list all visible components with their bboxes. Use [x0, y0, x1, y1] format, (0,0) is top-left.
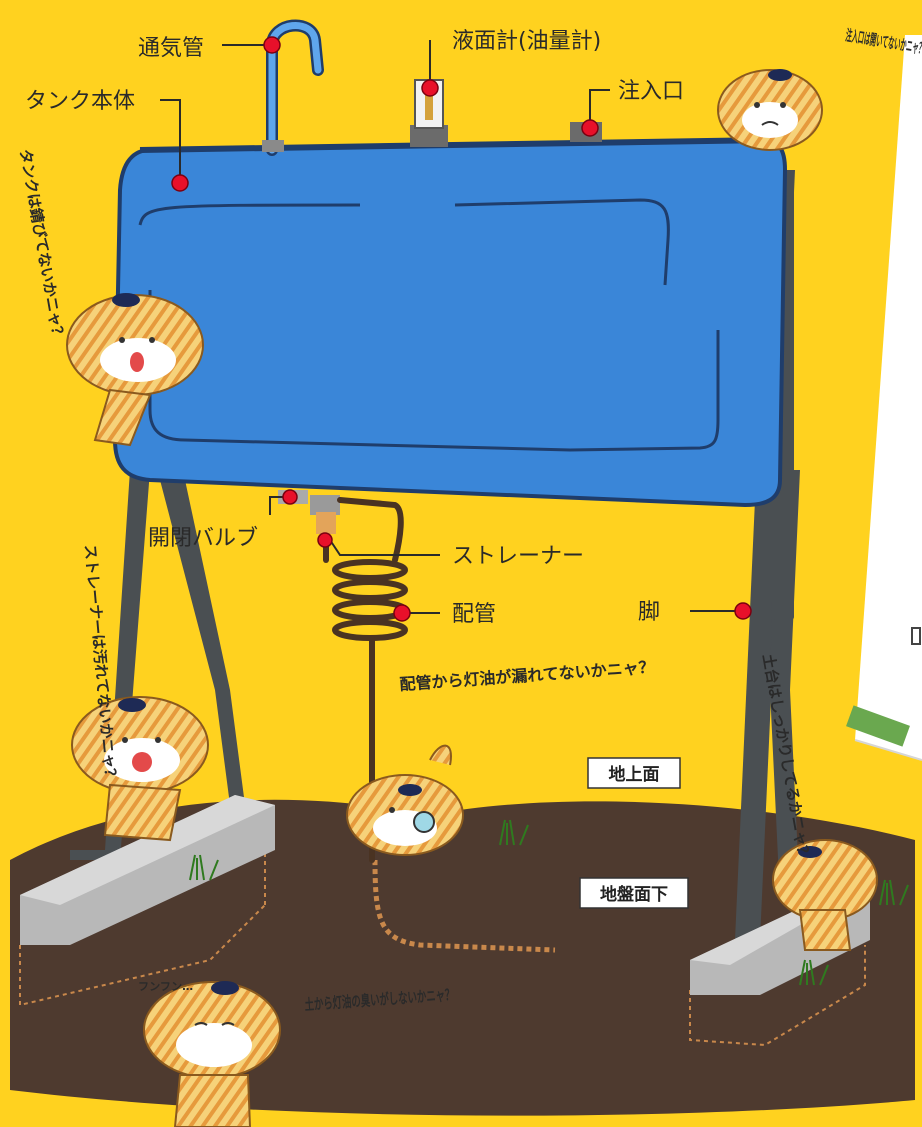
tank-body — [112, 137, 788, 508]
above-ground-badge: 地上面 — [587, 757, 681, 789]
below-ground-badge: 地盤面下 — [579, 877, 689, 909]
inlet-label: 注入口 — [618, 79, 684, 104]
level-gauge-label: 液面計(油量計) — [452, 29, 601, 54]
cat-sniffing — [143, 981, 281, 1127]
grass — [189, 819, 909, 986]
cat-pipe-check — [346, 744, 464, 856]
tank-body-label: タンク本体 — [25, 89, 135, 114]
leg-label: 脚 — [638, 600, 660, 625]
red-marker — [171, 36, 752, 622]
valve-label: 開閉バルブ — [148, 526, 258, 551]
piping-label: 配管 — [452, 602, 496, 627]
sniff-speech: フンフン… — [138, 980, 193, 993]
cat-left-tank — [66, 293, 204, 447]
above-ground-label: 地上面 — [609, 764, 660, 785]
below-ground-label: 地盤面下 — [600, 884, 668, 905]
cat-strainer-left — [71, 696, 209, 842]
paper-sheet — [846, 35, 922, 761]
cat-top-right — [717, 69, 823, 151]
vent-pipe-label: 通気管 — [138, 36, 204, 61]
strainer-label: ストレーナー — [452, 544, 584, 569]
cat-base-right — [772, 839, 878, 951]
